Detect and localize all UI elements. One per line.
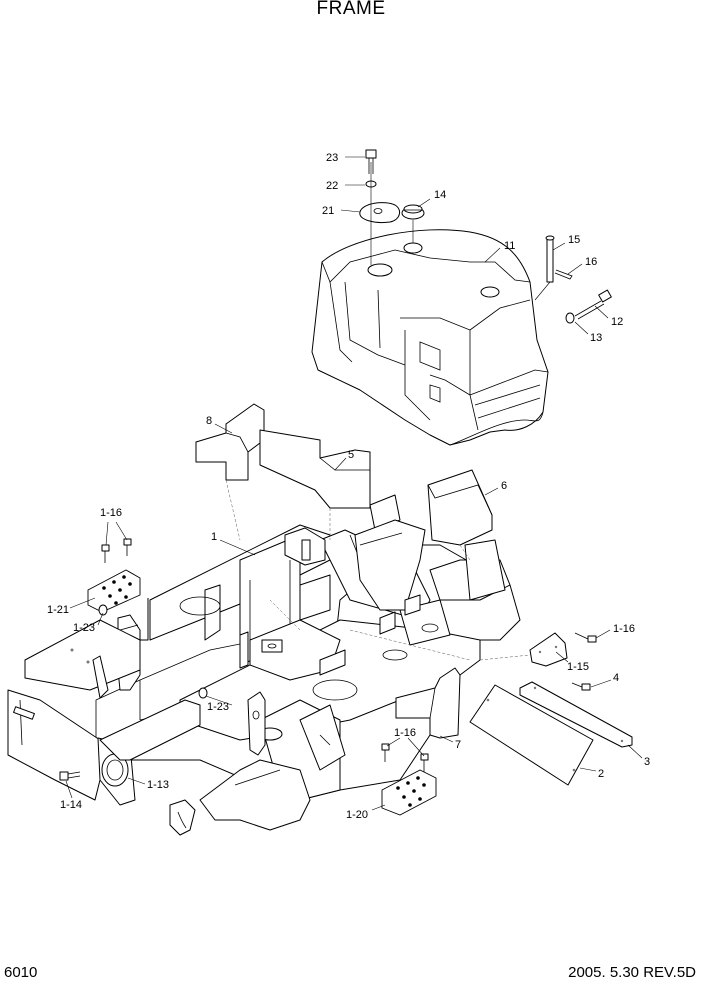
callout-3: 3 bbox=[644, 756, 650, 768]
callout-16: 16 bbox=[585, 256, 597, 268]
callout-21: 21 bbox=[322, 205, 334, 217]
callout-2: 2 bbox=[598, 768, 604, 780]
callout-1-23-left: 1-23 bbox=[73, 622, 95, 634]
bolt-1-14-part bbox=[59, 771, 81, 781]
plate-2-part bbox=[469, 684, 594, 786]
plug-1-23b-part bbox=[198, 687, 208, 699]
bracket-7-part bbox=[395, 667, 461, 739]
callout-1-20: 1-20 bbox=[346, 809, 368, 821]
step-1-21-part bbox=[87, 569, 141, 613]
counterweight-part bbox=[311, 229, 549, 446]
page-title: FRAME bbox=[316, 0, 386, 19]
plate-21-part bbox=[359, 202, 401, 223]
callout-5: 5 bbox=[348, 449, 354, 461]
callout-1-15: 1-15 bbox=[567, 661, 589, 673]
callout-15: 15 bbox=[568, 234, 580, 246]
frame-swing-arm bbox=[99, 699, 201, 761]
plug-1-23a-part bbox=[98, 604, 108, 616]
bolt-23-part bbox=[365, 149, 377, 174]
callout-22: 22 bbox=[326, 180, 338, 192]
callout-1: 1 bbox=[211, 531, 217, 543]
assembly-lines bbox=[225, 162, 551, 661]
cover-1-15-part bbox=[529, 632, 568, 667]
washer-13-part bbox=[565, 312, 575, 324]
step-bolts bbox=[101, 538, 429, 772]
pin-15-part bbox=[545, 235, 555, 283]
revision-date: 2005. 5.30 REV.5D bbox=[568, 964, 696, 981]
bolts-1-16-4 bbox=[571, 632, 597, 691]
bracket-5-part bbox=[259, 429, 371, 509]
callout-14: 14 bbox=[434, 189, 446, 201]
bolt-12-part bbox=[574, 289, 612, 320]
callout-1-16-right: 1-16 bbox=[613, 623, 635, 635]
frame-center-bracket bbox=[247, 691, 266, 756]
callout-leaders bbox=[65, 156, 643, 811]
callout-1-13: 1-13 bbox=[147, 779, 169, 791]
callout-7: 7 bbox=[455, 739, 461, 751]
callout-1-14: 1-14 bbox=[60, 799, 82, 811]
step-1-20-part bbox=[381, 769, 437, 816]
frame-left-arm bbox=[92, 655, 109, 699]
callout-4: 4 bbox=[613, 672, 619, 684]
cap-14-part bbox=[401, 204, 425, 220]
callout-23: 23 bbox=[326, 152, 338, 164]
callout-13: 13 bbox=[590, 332, 602, 344]
callout-1-23-center: 1-23 bbox=[207, 701, 229, 713]
plate-3-part bbox=[519, 681, 633, 748]
callout-11: 11 bbox=[504, 240, 515, 252]
plate-6-part bbox=[427, 469, 493, 546]
callout-1-16-bottom: 1-16 bbox=[394, 727, 416, 739]
cotter-pin-16-part bbox=[554, 269, 573, 280]
callout-12: 12 bbox=[611, 316, 623, 328]
page-number: 6010 bbox=[4, 964, 38, 981]
bracket-8-part bbox=[195, 403, 265, 481]
callout-6: 6 bbox=[501, 480, 507, 492]
callout-8: 8 bbox=[206, 415, 212, 427]
callout-1-21: 1-21 bbox=[47, 604, 69, 616]
callout-1-16-left: 1-16 bbox=[100, 507, 122, 519]
